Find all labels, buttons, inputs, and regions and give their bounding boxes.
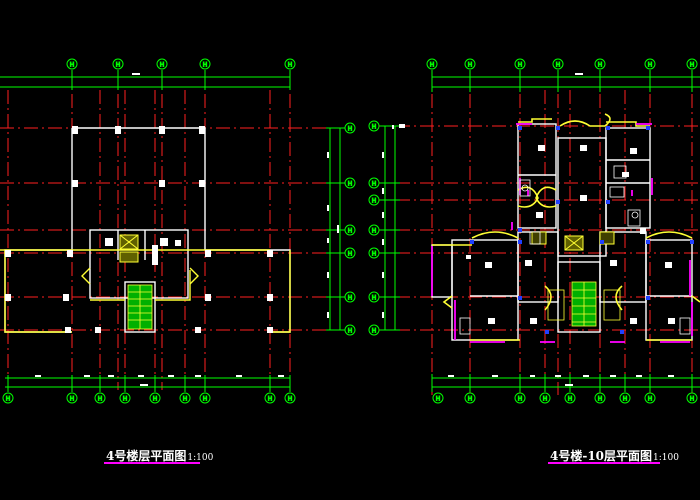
left-balcony-lines <box>0 249 291 333</box>
left-drawing-title: 4号楼层平面图1:100 <box>106 447 213 464</box>
axis-bubble-label: H <box>288 62 293 69</box>
axis-bubble-label: H <box>70 62 75 69</box>
axis-bubble-label: H <box>648 62 653 69</box>
axis-bubble-label: H <box>372 124 377 131</box>
axis-bubble-label: H <box>116 62 121 69</box>
left-title-text: 4号楼层平面图 <box>106 449 187 463</box>
right-title-underline <box>548 462 660 464</box>
right-windows <box>431 123 693 343</box>
axis-bubble-label: H <box>568 396 573 403</box>
axis-bubble-label: H <box>183 396 188 403</box>
right-axis-bubbles: H H H H H H H H H H H H H H H H H H H H H H H <box>368 58 698 404</box>
left-title-scale: 1:100 <box>187 453 214 463</box>
axis-bubble-label: H <box>468 396 473 403</box>
axis-bubble-label: H <box>372 198 377 205</box>
axis-bubble-label: H <box>372 328 377 335</box>
axis-bubble-label: H <box>518 396 523 403</box>
axis-bubble-label: H <box>598 62 603 69</box>
axis-bubble-label: H <box>98 396 103 403</box>
right-title-scale: 1:100 <box>653 453 679 463</box>
left-elevator <box>119 234 139 263</box>
axis-bubble-label: H <box>436 396 441 403</box>
right-stair <box>547 281 621 327</box>
axis-bubble-label: H <box>690 62 695 69</box>
axis-bubble-label: H <box>430 62 435 69</box>
axis-bubble-label: H <box>70 396 75 403</box>
right-door-marks <box>470 126 694 334</box>
axis-bubble-label: H <box>288 396 293 403</box>
left-floor-plan: H H H H H H H H H H H H H H H H H H H H <box>0 58 356 404</box>
left-dimension-lines <box>0 70 346 392</box>
axis-bubble-label: H <box>518 62 523 69</box>
axis-bubble-label: H <box>468 62 473 69</box>
axis-bubble-label: H <box>648 396 653 403</box>
right-elevator <box>531 231 615 251</box>
axis-bubble-label: H <box>160 62 165 69</box>
right-vertical-axes <box>431 70 693 395</box>
right-floor-plan: H H H H H H H H H H H H H H H H H H H H H H H <box>368 58 700 404</box>
right-dimension-texts <box>382 73 674 386</box>
axis-bubble-label: H <box>348 181 353 188</box>
left-dimension-texts <box>35 73 339 386</box>
left-columns <box>5 126 273 333</box>
axis-bubble-label: H <box>203 62 208 69</box>
left-stair <box>127 284 153 330</box>
axis-bubble-label: H <box>348 295 353 302</box>
axis-bubble-label: H <box>348 228 353 235</box>
axis-bubble-label: H <box>623 396 628 403</box>
axis-bubble-label: H <box>153 396 158 403</box>
axis-bubble-label: H <box>690 396 695 403</box>
left-title-underline <box>104 462 200 464</box>
axis-bubble-label: H <box>203 396 208 403</box>
left-vertical-axes <box>7 70 291 390</box>
axis-bubble-label: H <box>556 62 561 69</box>
right-walls <box>431 123 693 341</box>
axis-bubble-label: H <box>372 251 377 258</box>
axis-bubble-label: H <box>372 228 377 235</box>
axis-bubble-label: H <box>348 328 353 335</box>
axis-bubble-label: H <box>598 396 603 403</box>
axis-bubble-label: H <box>372 295 377 302</box>
axis-bubble-label: H <box>348 251 353 258</box>
right-balcony-lines <box>432 113 700 341</box>
right-dimension-lines <box>380 70 700 392</box>
left-axis-bubbles: H H H H H H H H H H H H H H H H H H H H <box>2 58 356 404</box>
right-drawing-title: 4号楼-10层平面图1:100 <box>550 447 679 464</box>
axis-bubble-label: H <box>348 126 353 133</box>
axis-bubble-label: H <box>6 396 11 403</box>
axis-bubble-label: H <box>543 396 548 403</box>
axis-bubble-label: H <box>268 396 273 403</box>
right-columns <box>399 124 675 324</box>
right-title-text: 4号楼-10层平面图 <box>550 449 653 463</box>
axis-bubble-label: H <box>123 396 128 403</box>
axis-bubble-label: H <box>372 181 377 188</box>
